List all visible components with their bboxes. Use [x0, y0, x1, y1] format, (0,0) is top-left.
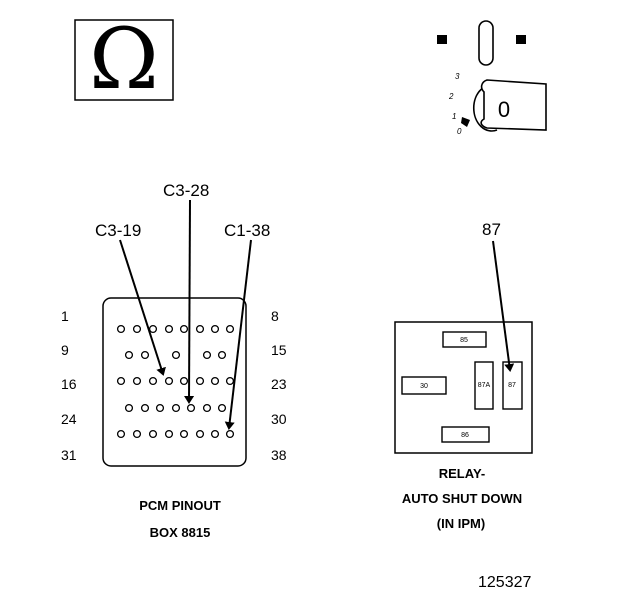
relay-terminal-30 [401, 376, 447, 395]
callout-c3-19: C3-19 [95, 221, 141, 240]
relay-terminal-30-label: 30 [420, 383, 428, 390]
arrow-c3-19 [119, 239, 166, 376]
ignition-position-3: 3 [455, 72, 460, 81]
relay-terminal-87 [502, 361, 523, 410]
figure-number: 125327 [478, 574, 531, 591]
pcm-row-number-left: 16 [61, 376, 77, 392]
pcm-row-number-left: 24 [61, 411, 77, 427]
connector-pin [164, 376, 174, 386]
pcm-row-number-right: 23 [271, 376, 287, 392]
connector-pin [140, 350, 150, 360]
connector-pin [116, 429, 126, 439]
pcm-row-number-right: 30 [271, 411, 287, 427]
arrow-c1-38 [224, 239, 252, 430]
relay-terminal-87a [474, 361, 494, 410]
connector-pin [148, 324, 158, 334]
ignition-slot-right-marker [516, 35, 526, 44]
connector-pin [225, 376, 235, 386]
connector-pin [210, 429, 220, 439]
relay-terminal-87-label: 87 [508, 382, 516, 389]
connector-pin [116, 324, 126, 334]
connector-pin [148, 429, 158, 439]
connector-pin [210, 324, 220, 334]
connector-pin [195, 429, 205, 439]
pcm-connector: 1 9 16 24 31 8 15 23 30 38 C3-28 C3-19 C… [61, 181, 287, 540]
connector-pin [155, 403, 165, 413]
relay-terminal-86 [441, 426, 490, 443]
connector-pin [210, 376, 220, 386]
connector-pin [164, 429, 174, 439]
relay-terminal-87a-label: 87A [478, 382, 491, 389]
connector-pin [179, 376, 189, 386]
ohmmeter-frame [74, 19, 174, 101]
pcm-row-number-left: 31 [61, 447, 77, 463]
connector-pin [132, 376, 142, 386]
pcm-connector-body [102, 297, 247, 467]
ignition-position-indicator [461, 117, 470, 127]
relay-caption-line3: (IN IPM) [437, 516, 485, 531]
pcm-row-number-right: 8 [271, 308, 279, 324]
relay-caption-line2: AUTO SHUT DOWN [402, 491, 522, 506]
asd-relay: 85 30 87A 87 86 87 RELAY- AUTO SHUT DOWN… [394, 220, 533, 531]
connector-pin [148, 376, 158, 386]
relay-caption-line1: RELAY- [439, 466, 485, 481]
connector-pin [225, 324, 235, 334]
ignition-position-1: 1 [452, 112, 456, 121]
connector-pin [186, 403, 196, 413]
pcm-row-number-right: 15 [271, 342, 287, 358]
key-icon [480, 79, 547, 131]
connector-pin [132, 324, 142, 334]
key-position-label: 0 [498, 97, 510, 122]
connector-pin [179, 324, 189, 334]
connector-pin [140, 403, 150, 413]
ignition-position-2: 2 [448, 92, 454, 101]
connector-pin [171, 403, 181, 413]
pcm-caption-line2: BOX 8815 [150, 525, 211, 540]
connector-pin [164, 324, 174, 334]
connector-pin [124, 403, 134, 413]
connector-pin [116, 376, 126, 386]
connector-pin [132, 429, 142, 439]
connector-pin [195, 376, 205, 386]
pcm-pin-grid [116, 324, 235, 439]
connector-pin [217, 350, 227, 360]
ohm-icon: Ω [89, 10, 159, 108]
callout-c3-28: C3-28 [163, 181, 209, 200]
pcm-row-number-left: 9 [61, 342, 69, 358]
connector-pin [225, 429, 235, 439]
arrow-c3-28 [184, 199, 195, 404]
ignition-switch: 0 3 2 1 0 [437, 20, 547, 136]
connector-pin [217, 403, 227, 413]
arrow-87 [492, 240, 515, 372]
ignition-key-slot [478, 20, 494, 66]
connector-pin [202, 350, 212, 360]
ignition-position-0: 0 [457, 127, 462, 136]
relay-terminal-86-label: 86 [461, 432, 469, 439]
connector-pin [195, 324, 205, 334]
connector-pin [171, 350, 181, 360]
relay-terminal-85 [442, 331, 487, 348]
ohmmeter-symbol: Ω [74, 10, 174, 108]
pcm-row-number-left: 1 [61, 308, 69, 324]
relay-terminal-85-label: 85 [460, 337, 468, 344]
connector-pin [124, 350, 134, 360]
pcm-caption-line1: PCM PINOUT [139, 498, 221, 513]
pcm-row-number-right: 38 [271, 447, 287, 463]
connector-pin [179, 429, 189, 439]
ignition-slot-left-marker [437, 35, 447, 44]
connector-pin [202, 403, 212, 413]
callout-87: 87 [482, 220, 501, 239]
callout-c1-38: C1-38 [224, 221, 270, 240]
